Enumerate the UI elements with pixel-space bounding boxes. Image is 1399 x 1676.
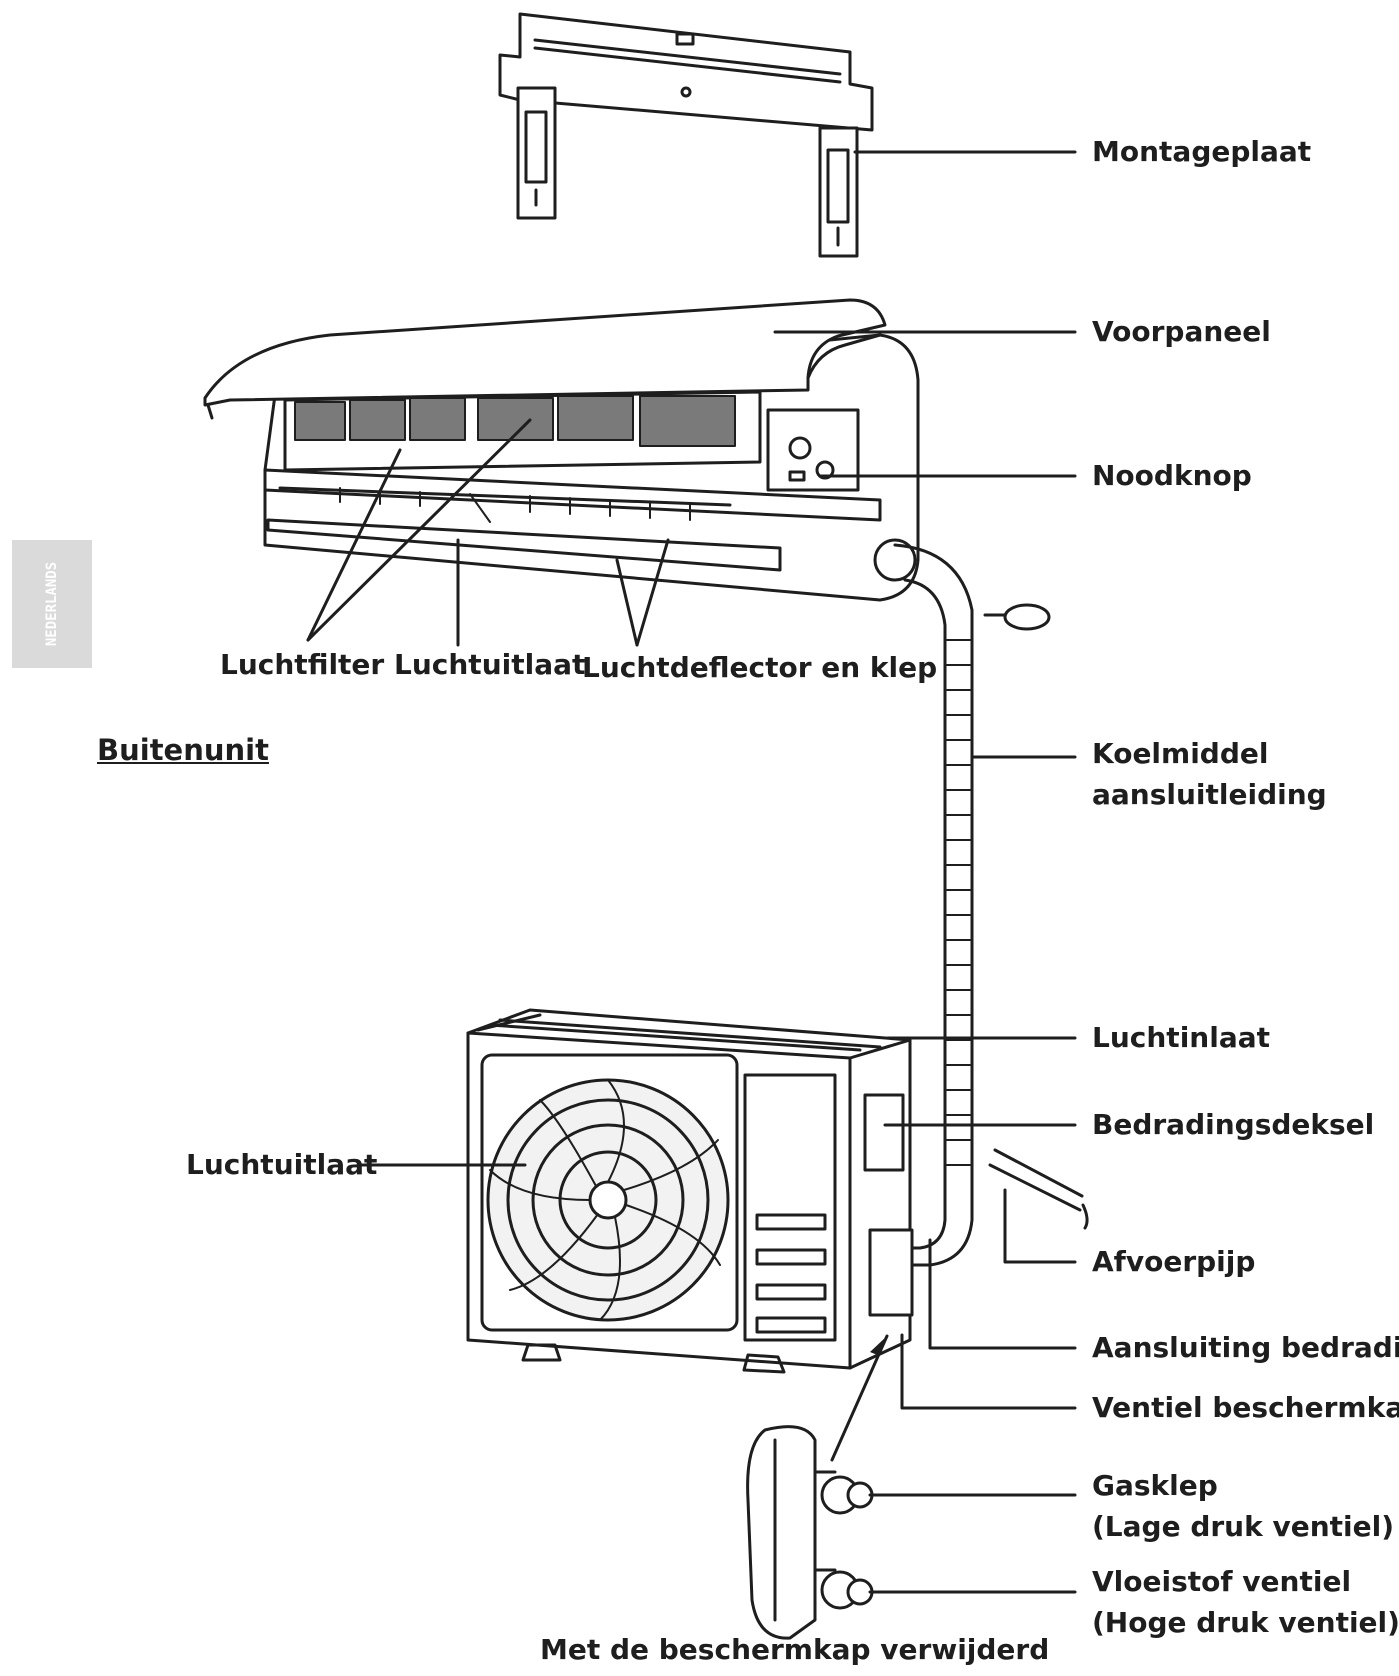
outdoor-unit-title: Buitenunit	[97, 733, 269, 767]
label-liquid-valve-line1: Vloeistof ventiel	[1092, 1565, 1352, 1598]
label-gas-valve-line1: Gasklep	[1092, 1469, 1218, 1502]
indoor-unit-drawing	[203, 298, 920, 602]
mounting-plate-drawing	[498, 12, 874, 258]
label-air-filter: Luchtfilter	[220, 648, 385, 681]
leader-lines	[306, 150, 1077, 1594]
label-wiring-cover: Bedradingsdeksel	[1092, 1108, 1375, 1141]
label-liquid-valve-line2: (Hoge druk ventiel)	[1092, 1606, 1399, 1639]
label-air-outlet-outdoor: Luchtuitlaat	[186, 1148, 378, 1181]
label-air-outlet-indoor: Luchtuitlaat	[394, 648, 586, 681]
label-emergency-button: Noodknop	[1092, 459, 1252, 492]
valve-detail-drawing	[746, 1425, 874, 1640]
label-air-deflector: Luchtdeflector en klep	[582, 651, 938, 684]
label-front-panel: Voorpaneel	[1092, 315, 1271, 348]
label-wiring-connection: Aansluiting bedrading	[1092, 1331, 1399, 1364]
label-valve-cap: Ventiel beschermkap	[1092, 1391, 1399, 1424]
label-gas-valve-line2: (Lage druk ventiel)	[1092, 1510, 1395, 1543]
valve-detail-caption: Met de beschermkap verwijderd	[540, 1633, 1050, 1666]
outdoor-unit-drawing	[466, 1008, 914, 1374]
label-air-inlet: Luchtinlaat	[1092, 1021, 1270, 1054]
label-refrigerant-pipe-line2: aansluitleiding	[1092, 778, 1327, 811]
language-tab-label: NEDERLANDS	[44, 561, 60, 647]
language-side-tab: NEDERLANDS	[12, 540, 92, 668]
label-drain-pipe: Afvoerpijp	[1092, 1245, 1256, 1278]
label-mounting-plate: Montageplaat	[1092, 135, 1312, 168]
label-refrigerant-pipe-line1: Koelmiddel	[1092, 737, 1269, 770]
